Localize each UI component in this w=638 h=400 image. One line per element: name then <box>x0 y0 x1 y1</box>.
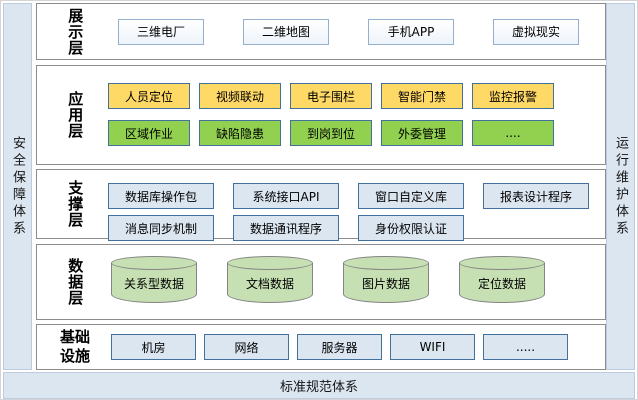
cylinder-top-ellipse <box>111 256 197 270</box>
presentation-box: 二维地图 <box>243 18 329 45</box>
support-box: 消息同步机制 <box>108 215 214 241</box>
support-box: 报表设计程序 <box>483 183 589 209</box>
layer-presentation-label: 展示层 <box>66 7 85 56</box>
layer-presentation: 展示层 三维电厂 二维地图 手机APP 虚拟现实 <box>36 3 606 60</box>
left-panel-security-system: 安全保障体系 <box>3 3 32 370</box>
infrastructure-box: 网络 <box>204 334 289 360</box>
support-row-1: 数据库操作包 系统接口API 窗口自定义库 报表设计程序 <box>108 183 605 209</box>
application-box: 监控报警 <box>472 83 554 109</box>
support-box: 系统接口API <box>233 183 339 209</box>
data-cylinder: 图片数据 <box>343 256 429 303</box>
bottom-panel-standards: 标准规范体系 <box>3 372 635 399</box>
layer-support: 支撑层 数据库操作包 系统接口API 窗口自定义库 报表设计程序 消息同步机制 … <box>36 169 606 241</box>
layers-container: 展示层 三维电厂 二维地图 手机APP 虚拟现实 应用层 人员定位 视频联动 电… <box>36 3 606 370</box>
layer-data: 数据层 关系型数据 文档数据 图片数据 <box>36 244 606 320</box>
cylinder-top-ellipse <box>459 256 545 270</box>
support-box: 数据库操作包 <box>108 183 214 209</box>
layer-infrastructure-label: 基础设施 <box>59 328 90 365</box>
layer-application: 应用层 人员定位 视频联动 电子围栏 智能门禁 监控报警 区域作业 缺陷隐患 到… <box>36 65 606 165</box>
data-cylinder: 关系型数据 <box>111 256 197 303</box>
application-box: 视频联动 <box>199 83 281 109</box>
layer-infrastructure: 基础设施 机房 网络 服务器 WIFI ..... <box>36 324 606 370</box>
application-box: 到岗到位 <box>290 120 372 146</box>
data-cylinder: 定位数据 <box>459 256 545 303</box>
layer-data-label: 数据层 <box>66 258 85 306</box>
right-panel-operation-maintenance: 运行维护体系 <box>606 3 635 370</box>
support-box: 窗口自定义库 <box>358 183 464 209</box>
application-box: 缺陷隐患 <box>199 120 281 146</box>
application-row-2: 区域作业 缺陷隐患 到岗到位 外委管理 .... <box>108 120 605 146</box>
support-box: 数据通讯程序 <box>233 215 339 241</box>
support-row-2: 消息同步机制 数据通讯程序 身份权限认证 <box>108 215 605 241</box>
bottom-panel-label: 标准规范体系 <box>279 380 358 395</box>
application-box: .... <box>472 120 554 146</box>
left-panel-label: 安全保障体系 <box>10 135 25 238</box>
presentation-box: 三维电厂 <box>118 18 204 45</box>
infrastructure-box: ..... <box>483 334 568 360</box>
data-cylinder-label: 图片数据 <box>361 277 410 291</box>
application-row-1: 人员定位 视频联动 电子围栏 智能门禁 监控报警 <box>108 83 605 109</box>
presentation-box: 手机APP <box>368 18 454 45</box>
cylinder-top-ellipse <box>227 256 313 270</box>
infrastructure-box: WIFI <box>390 334 475 360</box>
support-box: 身份权限认证 <box>358 215 464 241</box>
application-box: 外委管理 <box>381 120 463 146</box>
infrastructure-box: 服务器 <box>297 334 382 360</box>
application-box: 人员定位 <box>108 83 190 109</box>
data-cylinder-label: 定位数据 <box>477 277 526 291</box>
layer-application-label: 应用层 <box>66 91 85 139</box>
data-cylinder-label: 文档数据 <box>245 277 294 291</box>
presentation-box: 虚拟现实 <box>493 18 579 45</box>
cylinder-top-ellipse <box>343 256 429 270</box>
infrastructure-box: 机房 <box>111 334 196 360</box>
layer-support-label: 支撑层 <box>66 180 85 228</box>
application-box: 智能门禁 <box>381 83 463 109</box>
data-cylinder-label: 关系型数据 <box>123 277 184 291</box>
application-box: 电子围栏 <box>290 83 372 109</box>
application-box: 区域作业 <box>108 120 190 146</box>
right-panel-label: 运行维护体系 <box>613 135 628 238</box>
data-cylinder: 文档数据 <box>227 256 313 303</box>
